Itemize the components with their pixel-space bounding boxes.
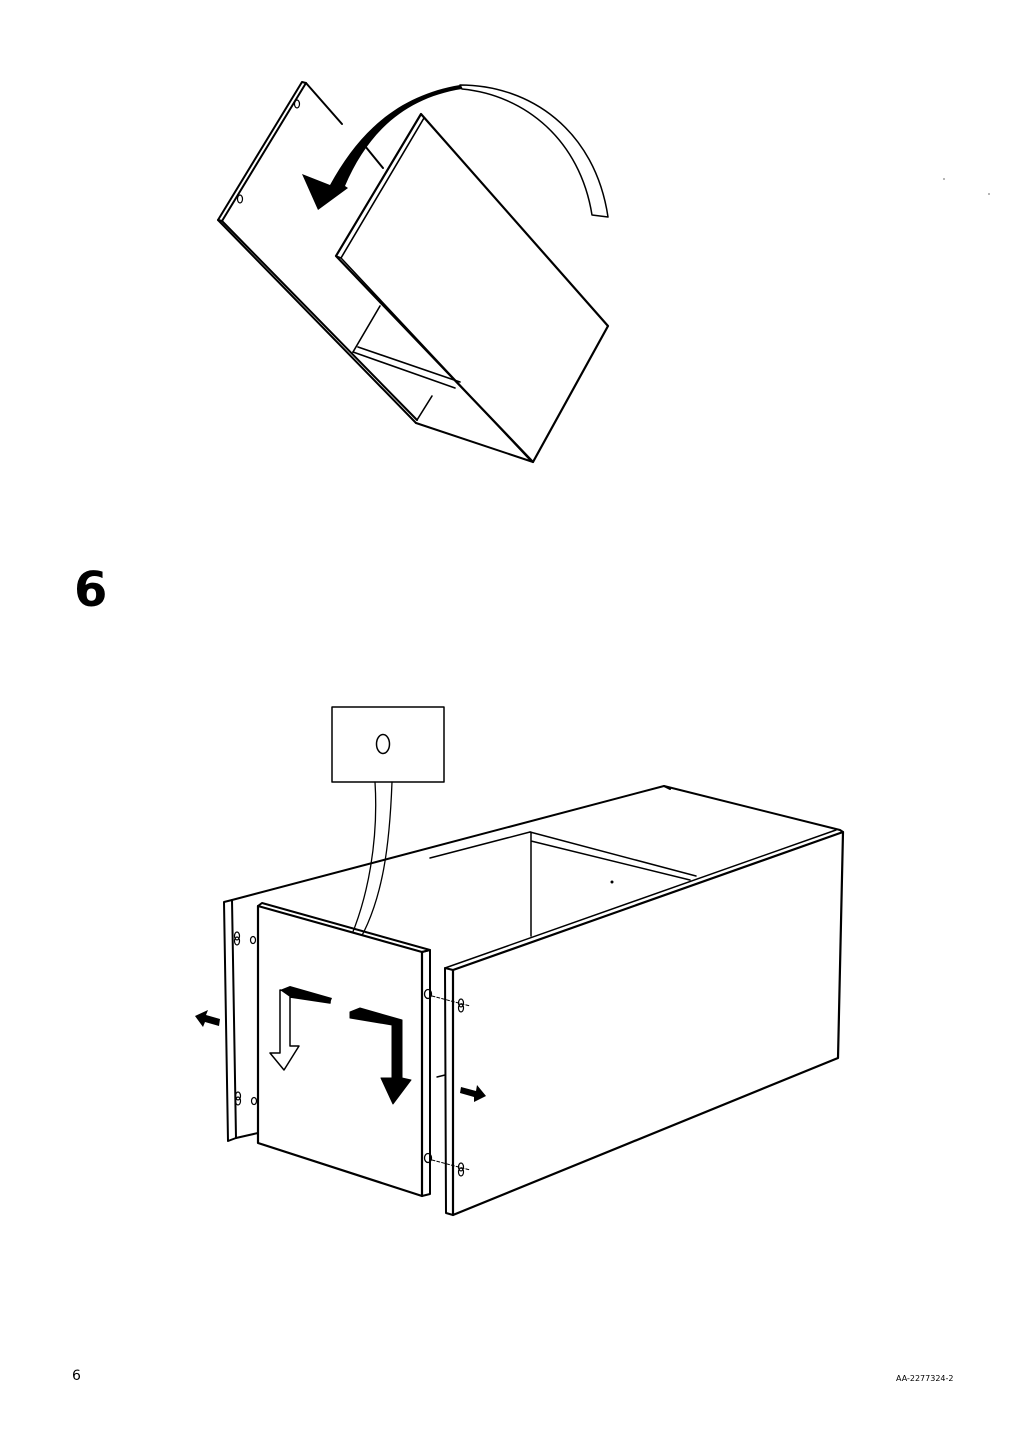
dowel-icon xyxy=(249,935,257,945)
dowel-icon xyxy=(423,1152,433,1164)
step-number: 6 xyxy=(74,562,108,618)
page-number: 6 xyxy=(72,1368,81,1384)
dowel-icon xyxy=(233,931,241,941)
flipped-carcass-drawing xyxy=(217,81,610,464)
carcass-left-panel-bottom xyxy=(217,219,418,424)
carcass-bottom-panel xyxy=(415,422,534,463)
dowel-icon xyxy=(423,988,433,1000)
dowel-icon xyxy=(250,1096,258,1106)
dowel-icon xyxy=(236,194,244,204)
dowel-icon xyxy=(233,936,241,946)
carcass-box xyxy=(223,785,845,1217)
dowel-icon xyxy=(234,1096,242,1106)
back-panel xyxy=(256,902,433,1198)
dowel-icon xyxy=(234,1091,242,1101)
detail-callout-hole-icon xyxy=(375,733,391,755)
pull-out-right-arrow-icon xyxy=(460,1085,486,1102)
carcass-right-panel xyxy=(334,112,610,464)
document-code: AA-2277324-2 xyxy=(896,1374,954,1383)
carcass-left-panel xyxy=(217,81,307,222)
dowel-icon xyxy=(293,99,301,109)
slide-down-arrow-filled-icon xyxy=(349,1007,412,1105)
rotate-arrow-icon xyxy=(302,84,609,218)
detail-callout xyxy=(331,706,445,963)
inner-shelf xyxy=(529,831,697,937)
detail-callout-box xyxy=(331,706,445,783)
pull-out-left-arrow-icon xyxy=(195,1010,220,1027)
right-side-panel xyxy=(451,830,845,1217)
